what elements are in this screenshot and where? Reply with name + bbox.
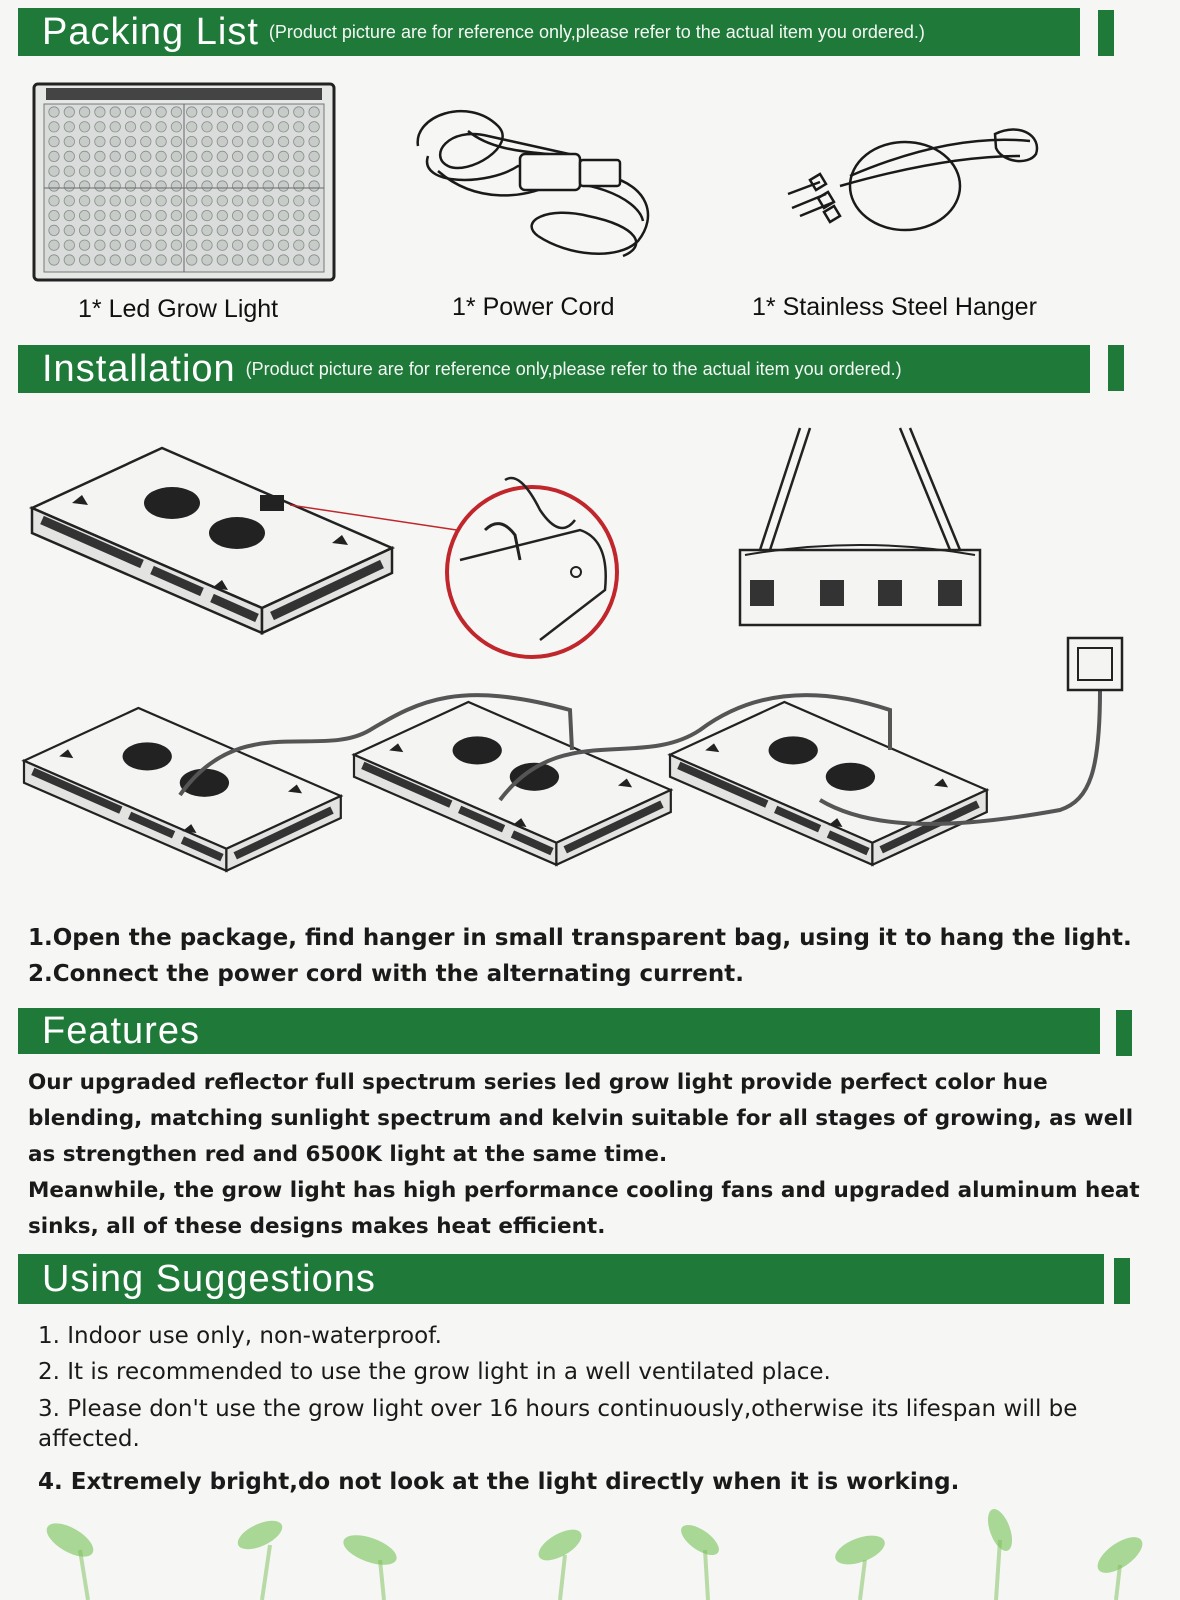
installation-title: Installation [42,347,236,390]
power-cord-image [416,109,650,258]
features-paragraph-1: Our upgraded reflector full spectrum ser… [28,1070,1134,1167]
installation-step-2: 2.Connect the power cord with the altern… [28,961,744,987]
caption-led-grow-light: 1* Led Grow Light [78,295,279,323]
suggestion-item-2: 2. It is recommended to use the grow lig… [38,1359,831,1385]
packing-list-header: Packing List (Product picture are for re… [18,8,1080,56]
packing-list-tab [1098,10,1114,56]
suggestion-item-1: 1. Indoor use only, non-waterproof. [38,1323,442,1349]
led-grow-light-image [32,82,336,282]
installation-note: (Product picture are for reference only,… [245,358,902,379]
installation-tab [1108,345,1124,391]
installation-header: Installation (Product picture are for re… [18,345,1090,393]
suggestion-item-4: 4. Extremely bright,do not look at the l… [38,1469,960,1495]
features-header: Features [18,1008,1100,1054]
caption-power-cord: 1* Power Cord [452,293,615,321]
installation-step-1: 1.Open the package, find hanger in small… [28,925,1132,951]
caption-stainless-steel-hanger: 1* Stainless Steel Hanger [752,293,1037,321]
using-suggestions-header: Using Suggestions [18,1254,1104,1304]
features-title: Features [42,1009,200,1052]
using-suggestions-title: Using Suggestions [42,1257,376,1300]
seedlings-decoration [46,1509,1143,1600]
suggestion-item-3: 3. Please don't use the grow light over … [38,1396,1078,1452]
using-suggestions-list: 1. Indoor use only, non-waterproof. 2. I… [38,1318,1098,1500]
installation-diagram [20,427,1124,900]
features-body: Our upgraded reflector full spectrum ser… [28,1065,1153,1245]
packing-list-title: Packing List [42,10,259,53]
using-suggestions-tab [1114,1258,1130,1304]
packing-list-note: (Product picture are for reference only,… [268,21,925,42]
features-paragraph-2: Meanwhile, the grow light has high perfo… [28,1178,1140,1239]
installation-steps: 1.Open the package, find hanger in small… [28,920,1132,992]
stainless-steel-hanger-image [787,128,1039,232]
features-tab [1116,1010,1132,1056]
